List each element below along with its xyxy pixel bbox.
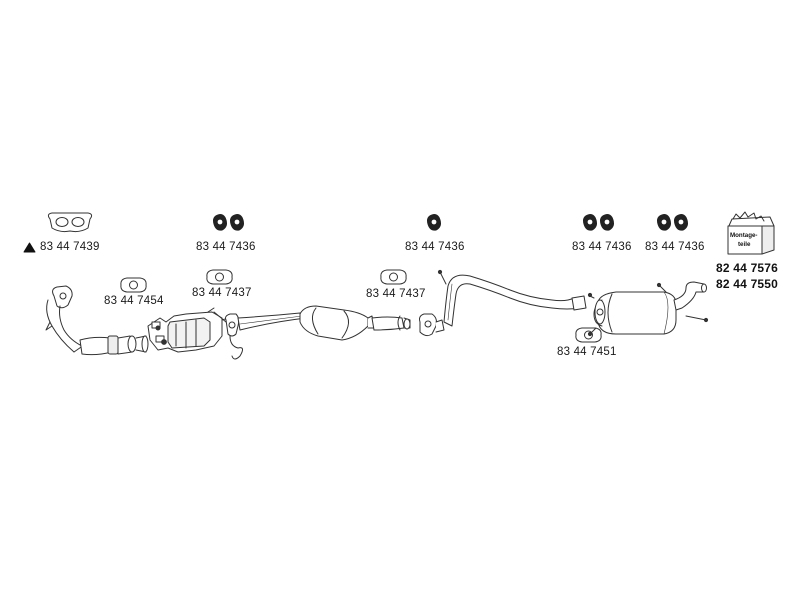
manifold-gasket-icon (47, 212, 93, 233)
part-number-hanger-pair-1: 83 44 7436 (196, 241, 256, 253)
rubber-hanger-pair-icon (583, 214, 614, 231)
part-number-flange-gasket-rear: 83 44 7451 (557, 346, 617, 358)
rubber-hanger-pair-icon (657, 214, 688, 231)
front-pipe (45, 285, 149, 356)
part-number-mounting-kit-2: 82 44 7550 (716, 277, 779, 291)
flange-gasket-icon (206, 269, 233, 285)
part-number-flange-gasket-mid: 83 44 7437 (366, 288, 426, 300)
flange-gasket-icon (380, 269, 407, 285)
part-number-mounting-kit-1: 82 44 7576 (716, 261, 779, 275)
part-number-manifold-gasket: 83 44 7439 (40, 241, 100, 253)
tail-pipe (656, 281, 709, 323)
warning-triangle-icon (23, 242, 36, 253)
part-number-hanger-pair-2: 83 44 7436 (572, 241, 632, 253)
mounting-kit-box-icon (727, 211, 775, 255)
part-number-flange-gasket-front: 83 44 7454 (104, 295, 164, 307)
mounting-kit-text-line-2: teile (738, 241, 751, 248)
part-number-hanger-single: 83 44 7436 (405, 241, 465, 253)
rubber-hanger-icon (427, 214, 441, 231)
part-number-hanger-pair-3: 83 44 7436 (645, 241, 705, 253)
mounting-kit-text-line-1: Montage- (730, 232, 758, 239)
catalytic-converter (147, 307, 233, 353)
part-number-flange-gasket-cat: 83 44 7437 (192, 287, 252, 299)
rear-flange (419, 313, 445, 337)
rear-pipe-front (371, 315, 411, 331)
middle-silencer (299, 305, 375, 341)
rear-silencer (587, 291, 677, 337)
middle-pipe (237, 312, 307, 331)
rubber-hanger-pair-icon (213, 214, 244, 231)
rear-pipe (437, 269, 587, 327)
flange-gasket-icon (120, 277, 147, 293)
